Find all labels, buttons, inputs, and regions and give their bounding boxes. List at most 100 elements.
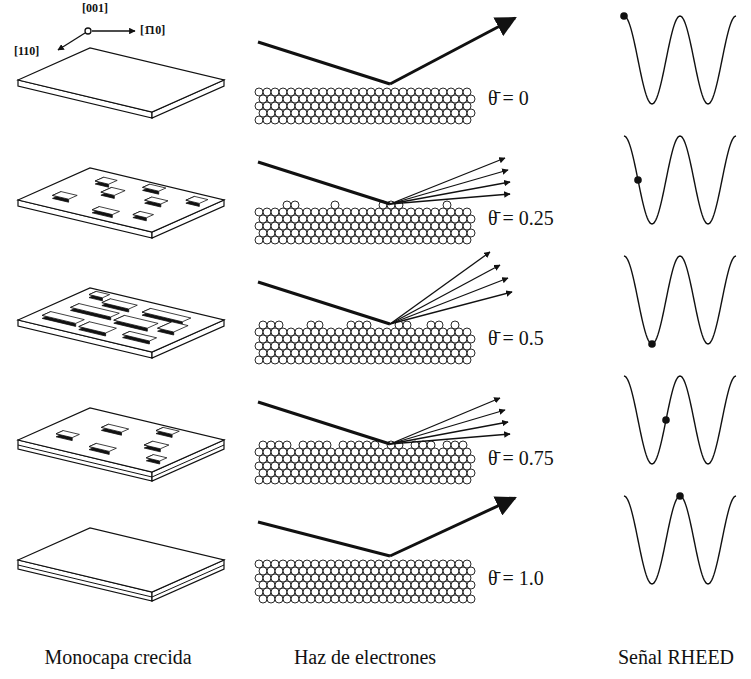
atom [451, 595, 459, 603]
column-caption: Haz de electrones [294, 646, 436, 669]
adatom [403, 321, 411, 329]
atom [347, 595, 355, 603]
atom [383, 476, 391, 484]
plate-top [18, 408, 224, 472]
atom [367, 236, 375, 244]
plate-top [18, 168, 224, 232]
adatom [443, 441, 451, 449]
atom [367, 356, 375, 364]
reflected-beam [390, 292, 512, 324]
atom [287, 116, 295, 124]
atom [287, 236, 295, 244]
atom [327, 356, 335, 364]
atom [263, 236, 271, 244]
adatom [259, 321, 267, 329]
atom [443, 595, 451, 603]
atom [283, 595, 291, 603]
island-top [102, 299, 137, 309]
atom [419, 595, 427, 603]
reflected-beam [390, 182, 510, 204]
atom [383, 116, 391, 124]
atom [287, 476, 295, 484]
rheed-curve [624, 256, 736, 344]
atom [423, 476, 431, 484]
adatom [291, 201, 299, 209]
atom [303, 236, 311, 244]
atom [391, 476, 399, 484]
atom [463, 116, 471, 124]
adatom [427, 441, 435, 449]
incident-beam [258, 402, 390, 444]
adatom [259, 441, 267, 449]
atom [427, 595, 435, 603]
atom [279, 476, 287, 484]
atom [363, 595, 371, 603]
atom [335, 476, 343, 484]
adatom [355, 321, 363, 329]
atom [431, 116, 439, 124]
atom [447, 356, 455, 364]
atom [383, 356, 391, 364]
atom [407, 236, 415, 244]
adatom [283, 441, 291, 449]
adatom [451, 441, 459, 449]
atom [319, 356, 327, 364]
adatom [363, 441, 371, 449]
atom [271, 476, 279, 484]
signal-dot [620, 12, 628, 20]
atom [359, 476, 367, 484]
atom [263, 476, 271, 484]
reflected-beam [390, 252, 490, 324]
axis-label: [001] [82, 2, 108, 16]
atom [359, 356, 367, 364]
adatom [451, 321, 459, 329]
island-top [142, 308, 191, 321]
atom [439, 236, 447, 244]
atom [271, 356, 279, 364]
atom-layers [255, 88, 475, 603]
adatom [307, 321, 315, 329]
atom [371, 595, 379, 603]
atom [351, 476, 359, 484]
rheed-signal-curves [620, 12, 736, 584]
island-top [146, 455, 167, 461]
atom [367, 116, 375, 124]
reflected-beam [390, 194, 510, 204]
axis-label: [1̄10] [140, 24, 165, 38]
adatom [267, 441, 275, 449]
atom [307, 595, 315, 603]
atom [391, 116, 399, 124]
atom [323, 595, 331, 603]
atom [395, 595, 403, 603]
coverage-label: θ̄ = 0.75 [488, 447, 554, 470]
island-top [101, 424, 128, 432]
atom [415, 236, 423, 244]
adatom [443, 201, 451, 209]
plate-top [18, 528, 224, 592]
island-top [92, 207, 119, 215]
atom [415, 116, 423, 124]
island-top [145, 197, 168, 204]
island-top [42, 312, 84, 324]
island-top [53, 192, 78, 200]
island-top [79, 322, 117, 333]
atom [431, 476, 439, 484]
atom [375, 116, 383, 124]
atom [259, 595, 267, 603]
atom [275, 595, 283, 603]
adatom [283, 201, 291, 209]
atom [411, 595, 419, 603]
plate-top [18, 48, 224, 112]
atom [447, 236, 455, 244]
axis-arrows [58, 28, 135, 50]
atom [267, 595, 275, 603]
atom [383, 236, 391, 244]
atom [339, 595, 347, 603]
island-top [123, 331, 157, 341]
atom [351, 356, 359, 364]
adatom [419, 441, 427, 449]
atom [379, 595, 387, 603]
adatom [307, 441, 315, 449]
atom [343, 476, 351, 484]
signal-dot [676, 492, 684, 500]
